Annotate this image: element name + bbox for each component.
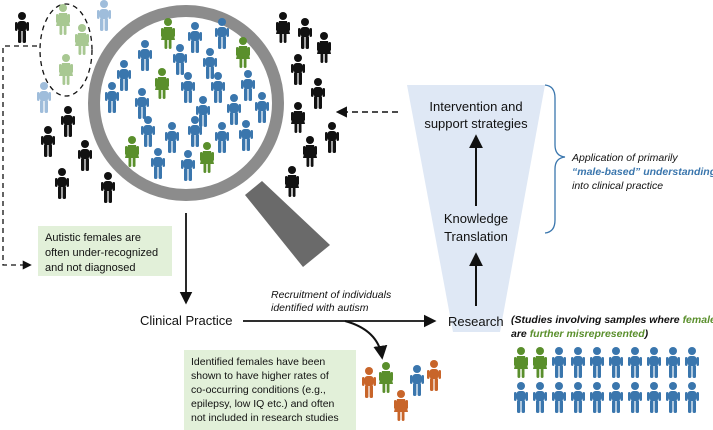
funnel-shape	[407, 85, 545, 332]
intervention-label-line1: Intervention and	[429, 99, 523, 114]
identified-line4: epilepsy, low IQ etc.) and often	[191, 398, 335, 410]
studies-part3: )	[644, 328, 649, 340]
intervention-label-line2: support strategies	[424, 116, 528, 131]
identified-line3: co-occurring conditions (e.g.,	[191, 384, 326, 396]
studies-highlight2: further misrepresented	[529, 328, 645, 340]
identified-line5: not included in research studies	[191, 412, 339, 424]
identified-individuals-cluster	[362, 360, 441, 421]
application-line3: into clinical practice	[572, 180, 664, 192]
knowledge-label-line2: Translation	[444, 229, 508, 244]
identified-line1: Identified females have been	[191, 356, 326, 368]
research-sample-grid	[514, 347, 699, 413]
right-bracket	[544, 84, 566, 234]
recruitment-line1: Recruitment of individuals	[271, 289, 392, 301]
knowledge-translation-label: Knowledge Translation	[424, 210, 528, 246]
underrecognized-line3: and not diagnosed	[45, 262, 136, 274]
research-label: Research	[448, 314, 504, 329]
unrecognized-females-group	[37, 0, 111, 113]
identified-females-note: Identified females have been shown to ha…	[184, 350, 356, 430]
curved-arrow-identified	[344, 320, 388, 360]
application-line2: “male-based” understanding	[572, 166, 713, 178]
studies-part2: are	[511, 328, 530, 340]
clinical-practice-label: Clinical Practice	[140, 313, 233, 328]
recruitment-line2: identified with autism	[271, 302, 369, 314]
knowledge-label-line1: Knowledge	[443, 211, 509, 226]
underrecognized-note: Autistic females are often under-recogni…	[38, 226, 172, 276]
studies-note: (Studies involving samples where females…	[511, 313, 713, 341]
studies-part1: (Studies involving samples where	[511, 314, 683, 326]
identified-line2: shown to have higher rates of	[191, 370, 329, 382]
recruitment-label: Recruitment of individuals identified wi…	[271, 289, 391, 315]
underrecognized-line1: Autistic females are	[45, 232, 141, 244]
dashed-connector	[2, 45, 37, 270]
application-note: Application of primarily “male-based” un…	[572, 151, 713, 193]
underrecognized-line2: often under-recognized	[45, 247, 159, 259]
application-line1: Application of primarily	[572, 152, 678, 164]
studies-highlight1: females	[682, 314, 713, 326]
intervention-label: Intervention and support strategies	[408, 98, 544, 132]
